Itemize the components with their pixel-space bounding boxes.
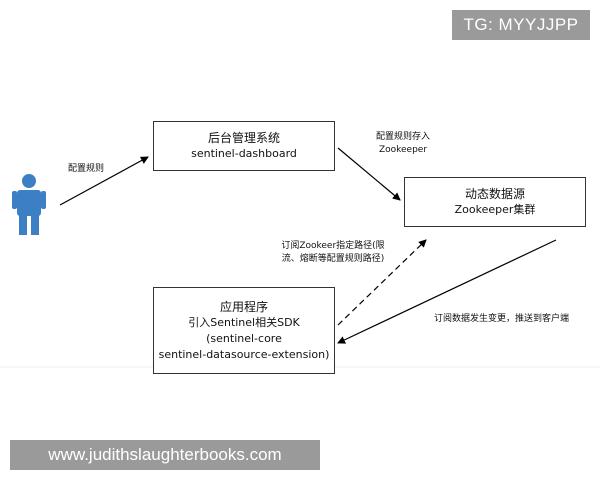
node-dashboard-title: 后台管理系统 (207, 131, 280, 145)
edge-label-push-changes: 订阅数据发生变更，推送到客户端 (434, 314, 570, 324)
arrow-user-to-dashboard (59, 156, 149, 206)
edge-label-subscribe-path: 订阅Zookeer指定路径(限 流、熔断等配置规则路径) (268, 240, 398, 266)
user-icon (12, 174, 46, 235)
edge-label-subscribe-path-line1: 订阅Zookeer指定路径(限 (281, 241, 385, 251)
edge-label-subscribe-path-line2: 流、熔断等配置规则路径) (281, 254, 385, 264)
watermark-website: www.judithslaughterbooks.com (10, 440, 320, 470)
edge-label-store-rules-line2: Zookeeper (378, 145, 428, 155)
node-datasource-title: 动态数据源 (464, 187, 525, 201)
node-dashboard-subtitle: sentinel-dashboard (191, 147, 297, 160)
watermark-telegram: TG: MYYJJPP (452, 10, 590, 40)
node-application-line2: 引入Sentinel相关SDK (188, 315, 300, 329)
edge-label-store-rules-line1: 配置规则存入 (375, 132, 430, 142)
edge-label-configure-rules: 配置规则 (68, 164, 105, 174)
node-application-line4: sentinel-datasource-extension) (158, 347, 330, 361)
node-application: 应用程序 引入Sentinel相关SDK (sentinel-core sent… (153, 287, 335, 374)
edge-label-store-rules: 配置规则存入 Zookeeper (368, 131, 438, 157)
node-application-title: 应用程序 (219, 299, 268, 314)
node-application-line3: (sentinel-core (206, 331, 282, 345)
node-zookeeper-datasource: 动态数据源 Zookeeper集群 (404, 177, 586, 227)
arrow-app-subscribe-zookeeper (337, 239, 427, 326)
node-datasource-subtitle: Zookeeper集群 (454, 203, 536, 216)
arrow-dashboard-to-zookeeper (337, 147, 401, 201)
node-dashboard: 后台管理系统 sentinel-dashboard (153, 121, 335, 171)
arrow-zookeeper-push-app (337, 239, 557, 344)
